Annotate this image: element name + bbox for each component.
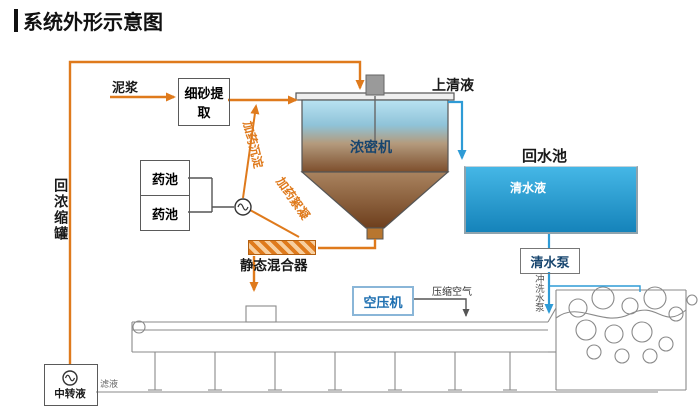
wash-water-branch-line (549, 285, 641, 292)
thickener-tank (295, 74, 455, 240)
return-water-pool (464, 166, 638, 234)
air-compressor-box: 空压机 (352, 286, 414, 316)
return-to-thickener-line (68, 60, 365, 364)
underflow-to-mixer-line (318, 239, 377, 250)
press-head-section (547, 286, 698, 391)
clean-water-pump-box: 清水泵 (520, 248, 580, 274)
page-title: 系统外形示意图 (14, 6, 163, 35)
transfer-pump-symbol (62, 370, 78, 386)
return-to-thickener-label: 回浓缩罐 (52, 178, 69, 242)
supernatant-line (448, 100, 467, 160)
compressed-air-label: 压缩空气 (432, 287, 472, 298)
conveyor-legs (148, 352, 517, 391)
transfer-liquid-box (44, 364, 98, 406)
chemical-tanks-box: 药池 药池 (140, 160, 190, 231)
page-title-text: 系统外形示意图 (23, 10, 163, 34)
dosing-flocculation-line (249, 209, 300, 238)
chemical-tank-2: 药池 (141, 195, 189, 230)
thickener-label: 浓密机 (350, 140, 392, 156)
dosing-sedimentation-line (242, 104, 260, 199)
orange-flow-lines (68, 60, 377, 364)
chemical-tank-1: 药池 (151, 172, 178, 188)
utility-lines (188, 177, 470, 317)
supernatant-label: 上清液 (432, 78, 474, 94)
clear-water-label: 清水液 (510, 181, 547, 195)
filtrate-label: 滤液 (100, 380, 119, 390)
compressed-air-line (412, 298, 470, 317)
mud-label: 泥浆 (112, 81, 139, 96)
static-mixer-bar (248, 240, 316, 255)
thickener-motor (365, 74, 385, 96)
blue-water-lines (448, 100, 641, 314)
static-mixer-label: 静态混合器 (240, 258, 308, 274)
return-pool-label: 回水池 (522, 147, 568, 165)
dosing-pump-symbol (234, 198, 252, 216)
belt-filter-press-drawing (96, 286, 698, 393)
sand-extraction-box: 细砂提取 (178, 78, 230, 126)
wash-water-pump-label: 冲洗水泵 (532, 274, 544, 312)
transfer-liquid-label: 中转液 (54, 388, 86, 400)
title-marker (14, 9, 18, 32)
